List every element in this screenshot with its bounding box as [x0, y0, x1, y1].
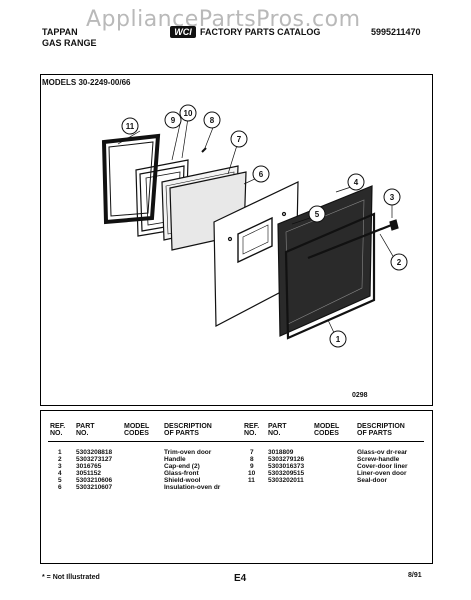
ref-no: 11 [248, 477, 255, 484]
diagram-frame [40, 74, 433, 406]
part-description: Insulation-oven dr [164, 484, 221, 491]
ref-no: 6 [58, 484, 62, 491]
part-description: Liner-oven door [357, 470, 407, 477]
callout-4: 4 [354, 178, 359, 187]
callout-7: 7 [237, 135, 242, 144]
part-description: Trim-oven door [164, 449, 212, 456]
part-no: 3051152 [76, 470, 101, 477]
product-name: GAS RANGE [42, 38, 97, 48]
header-ref-no-right: REF.NO. [244, 423, 260, 437]
callout-1: 1 [336, 335, 341, 344]
ref-no: 2 [58, 456, 62, 463]
part-description: Seal-door [357, 477, 387, 484]
part-no: 5303016373 [268, 463, 305, 470]
part-no: 5303202011 [268, 477, 304, 484]
header-ref-no-left: REF.NO. [50, 423, 66, 437]
ref-no: 8 [250, 456, 254, 463]
part-trim-oven-door [284, 212, 376, 340]
callout-10: 10 [184, 109, 193, 118]
ref-no: 1 [58, 449, 62, 456]
part-description: Cover-door liner [357, 463, 408, 470]
ref-no: 3 [58, 463, 62, 470]
callout-5: 5 [315, 210, 320, 219]
part-seal-door [101, 133, 161, 225]
drawing-code: 0298 [352, 392, 368, 399]
ref-no: 4 [58, 470, 62, 477]
part-no: 3016765 [76, 463, 102, 470]
callout-11: 11 [126, 122, 135, 131]
part-no: 5303273127 [76, 456, 113, 463]
ref-no: 9 [250, 463, 254, 470]
ref-no: 7 [250, 449, 254, 456]
callout-3: 3 [390, 193, 395, 202]
wci-logo: WCI [170, 26, 196, 38]
parts-table-frame [40, 410, 433, 564]
revision-date: 8/91 [408, 572, 422, 579]
catalog-number: 5995211470 [371, 27, 421, 37]
ref-no: 5 [58, 477, 62, 484]
part-no: 5303209515 [268, 470, 305, 477]
part-description: Glass-ov dr-rear [357, 449, 408, 456]
callout-6: 6 [259, 170, 264, 179]
oven-door-exploded-diagram: 11 9 10 8 7 6 5 4 3 2 1 [101, 104, 408, 348]
part-no: 5303279126 [268, 456, 305, 463]
part-description: Handle [164, 456, 186, 463]
part-no: 3018809 [268, 449, 294, 456]
page-number: E4 [234, 573, 247, 584]
callout-9: 9 [171, 116, 176, 125]
callout-8: 8 [210, 116, 215, 125]
callout-2: 2 [397, 258, 402, 267]
part-no: 5303208818 [76, 449, 113, 456]
part-description: Cap-end (2) [164, 463, 200, 470]
part-no: 5303210606 [76, 477, 113, 484]
header-brand-block: TAPPAN GAS RANGE [42, 27, 97, 49]
part-description: Glass-front [164, 470, 199, 477]
models-label: MODELS 30-2249-00/66 [42, 78, 131, 87]
part-screw [201, 147, 207, 153]
part-no: 5303210607 [76, 484, 113, 491]
brand-name: TAPPAN [42, 27, 78, 37]
part-description: Screw-handle [357, 456, 400, 463]
table-header-rule [48, 441, 424, 442]
catalog-title: FACTORY PARTS CATALOG [200, 27, 321, 37]
ref-no: 10 [248, 470, 256, 477]
watermark-text: AppliancePartsPros.com [86, 7, 361, 32]
part-description: Shield-wool [164, 477, 201, 484]
part-handle [307, 219, 399, 260]
catalog-title-block: WCI FACTORY PARTS CATALOG [170, 26, 320, 38]
footer-note: * = Not Illustrated [42, 574, 100, 581]
